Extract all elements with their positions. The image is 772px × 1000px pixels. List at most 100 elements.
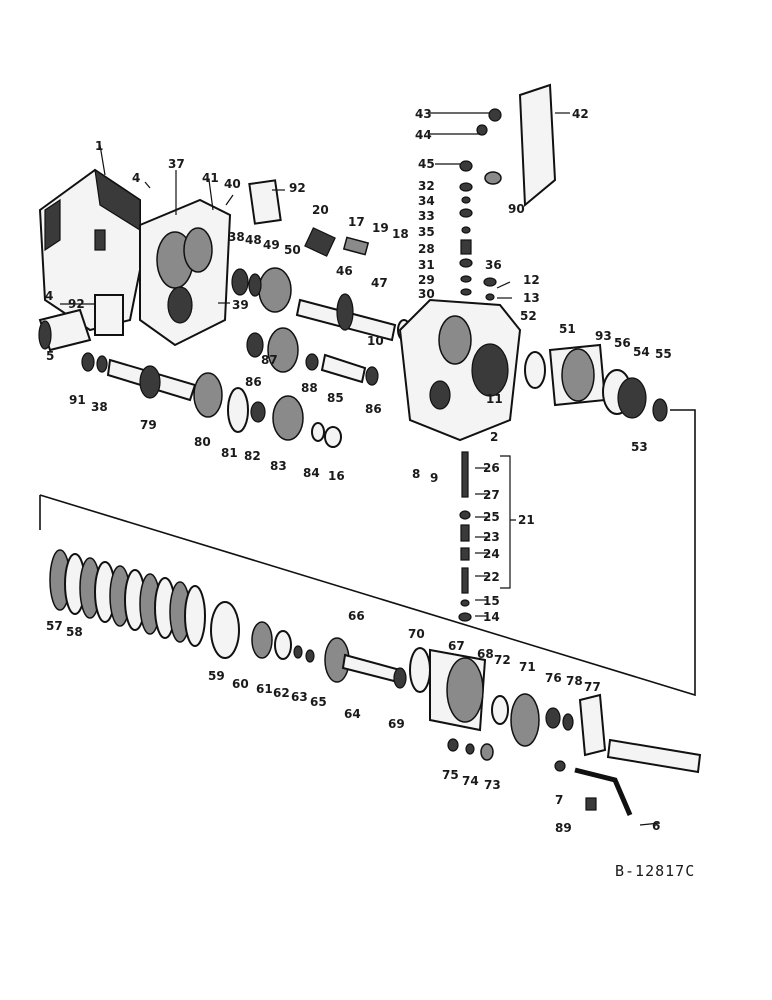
part-label: 72 bbox=[494, 653, 511, 667]
part-label: 50 bbox=[284, 243, 301, 257]
part-labels: 1 2 3 4 4 5 6 7 8 9 10 11 12 13 14 15 16… bbox=[45, 107, 672, 835]
part-label: 11 bbox=[486, 392, 503, 406]
part-label: 84 bbox=[303, 466, 320, 480]
part-label: 53 bbox=[631, 440, 648, 454]
part-label: 61 bbox=[256, 682, 273, 696]
part-label: 52 bbox=[520, 309, 537, 323]
part-label: 29 bbox=[418, 273, 435, 287]
part-label: 21 bbox=[518, 513, 535, 527]
part-label: 87 bbox=[261, 353, 278, 367]
part-label: 67 bbox=[448, 639, 465, 653]
part-label: 92 bbox=[289, 181, 306, 195]
part-label: 49 bbox=[263, 238, 280, 252]
part-label: 20 bbox=[312, 203, 329, 217]
part-label: 28 bbox=[418, 242, 435, 256]
part-label: 48 bbox=[245, 233, 262, 247]
part-label: 4 bbox=[45, 289, 53, 303]
part-label: 59 bbox=[208, 669, 225, 683]
part-label: 2 bbox=[490, 430, 498, 444]
part-label: 23 bbox=[483, 530, 500, 544]
shift-lever-assembly bbox=[554, 738, 702, 816]
part-label: 63 bbox=[291, 690, 308, 704]
part-label: 88 bbox=[301, 381, 318, 395]
bushing-part bbox=[38, 308, 92, 352]
part-label: 4 bbox=[132, 171, 140, 185]
transmission-housing-part bbox=[398, 298, 522, 442]
part-label: 32 bbox=[418, 179, 435, 193]
part-label: 41 bbox=[202, 171, 219, 185]
part-label: 74 bbox=[462, 774, 479, 788]
part-label: 6 bbox=[652, 819, 660, 833]
part-label: 75 bbox=[442, 768, 459, 782]
output-shaft-assembly bbox=[324, 637, 607, 761]
plate-part bbox=[94, 294, 124, 336]
part-label: 45 bbox=[418, 157, 435, 171]
part-label: 57 bbox=[46, 619, 63, 633]
part-label: 24 bbox=[483, 547, 500, 561]
part-label: 83 bbox=[270, 459, 287, 473]
part-label: 58 bbox=[66, 625, 83, 639]
part-label: 92 bbox=[68, 297, 85, 311]
part-label: 42 bbox=[572, 107, 589, 121]
part-label: 60 bbox=[232, 677, 249, 691]
gear-case-part bbox=[139, 198, 232, 347]
part-label: 27 bbox=[483, 488, 500, 502]
part-label: 13 bbox=[523, 291, 540, 305]
part-label: 18 bbox=[392, 227, 409, 241]
part-label: 68 bbox=[477, 647, 494, 661]
part-label: 77 bbox=[584, 680, 601, 694]
part-label: 12 bbox=[523, 273, 540, 287]
part-label: 80 bbox=[194, 435, 211, 449]
part-label: 33 bbox=[418, 209, 435, 223]
part-label: 10 bbox=[367, 334, 384, 348]
clutch-plate-stack bbox=[49, 549, 315, 663]
part-label: 44 bbox=[415, 128, 432, 142]
part-label: 14 bbox=[483, 610, 500, 624]
part-label: 89 bbox=[555, 821, 572, 835]
part-label: 86 bbox=[245, 375, 262, 389]
part-label: 82 bbox=[244, 449, 261, 463]
part-label: 62 bbox=[273, 686, 290, 700]
part-label: 35 bbox=[418, 225, 435, 239]
part-label: 34 bbox=[418, 194, 435, 208]
part-label: 19 bbox=[372, 221, 389, 235]
valve-stack bbox=[459, 83, 557, 301]
pin-group bbox=[458, 451, 472, 622]
part-label: 43 bbox=[415, 107, 432, 121]
part-label: 25 bbox=[483, 510, 500, 524]
part-label: 56 bbox=[614, 336, 631, 350]
part-label: 81 bbox=[221, 446, 238, 460]
part-label: 85 bbox=[327, 391, 344, 405]
part-label: 64 bbox=[344, 707, 361, 721]
part-label: 40 bbox=[224, 177, 241, 191]
part-label: 55 bbox=[655, 347, 672, 361]
part-label: 66 bbox=[348, 609, 365, 623]
part-label: 26 bbox=[483, 461, 500, 475]
part-label: 17 bbox=[348, 215, 365, 229]
gear-shaft-assembly bbox=[81, 327, 379, 448]
housing-cover-part bbox=[38, 168, 141, 332]
part-label: 46 bbox=[336, 264, 353, 278]
part-label: 36 bbox=[485, 258, 502, 272]
leader-lines bbox=[60, 112, 661, 826]
part-label: 37 bbox=[168, 157, 185, 171]
part-label: 71 bbox=[519, 660, 536, 674]
part-label: 16 bbox=[328, 469, 345, 483]
plate-part bbox=[248, 179, 282, 225]
part-label: 38 bbox=[228, 230, 245, 244]
part-label: 91 bbox=[69, 393, 86, 407]
clutch-drum-assembly bbox=[524, 343, 668, 422]
part-label: 76 bbox=[545, 671, 562, 685]
part-label: 31 bbox=[418, 258, 435, 272]
part-label: 86 bbox=[365, 402, 382, 416]
part-label: 39 bbox=[232, 298, 249, 312]
part-label: 8 bbox=[412, 467, 420, 481]
part-label: 30 bbox=[418, 287, 435, 301]
part-label: 73 bbox=[484, 778, 501, 792]
part-label: 5 bbox=[46, 349, 54, 363]
part-label: 7 bbox=[555, 793, 563, 807]
part-label: 70 bbox=[408, 627, 425, 641]
part-label: 51 bbox=[559, 322, 576, 336]
part-label: 15 bbox=[483, 594, 500, 608]
